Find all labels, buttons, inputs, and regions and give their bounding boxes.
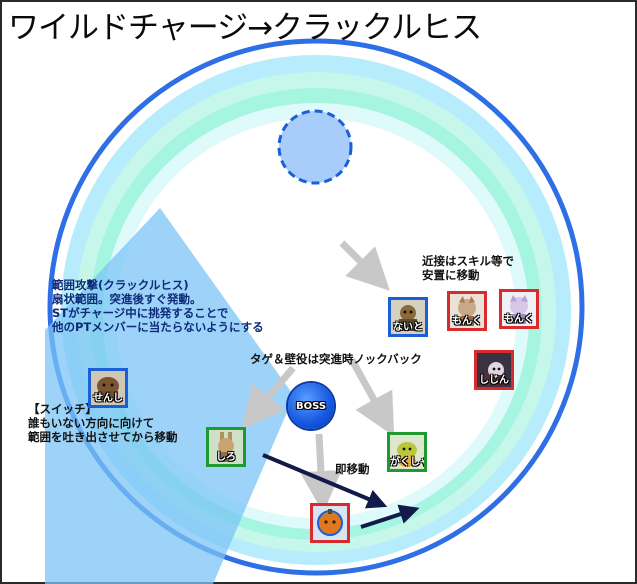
player-gakusha: がくしゃ (387, 432, 427, 472)
knight-portrait-icon (391, 300, 425, 334)
player-label: もんく (504, 314, 534, 325)
pumpkin-portrait-icon (313, 506, 347, 540)
player-monku-1: もんく (447, 291, 487, 331)
aoe-note: 範囲攻撃(クラックルヒス) 扇状範囲。突進後すぐ発動。 STがチャージ中に挑発す… (52, 278, 264, 334)
player-naito: ないと (388, 297, 428, 337)
aoe-note-line: STがチャージ中に挑発することで (52, 306, 229, 320)
aoe-fan (45, 208, 294, 584)
player-monku-2: もんく (499, 289, 539, 329)
player-label: がくしゃ (390, 457, 427, 468)
player-label: ないと (393, 322, 423, 333)
switch-note-line: 範囲を吐き出させてから移動 (28, 430, 178, 444)
arrow-to-gakusha (348, 358, 395, 437)
white-mage-portrait-icon (209, 430, 243, 464)
page-title: ワイルドチャージ→クラックルヒス (8, 10, 482, 46)
player-label: しろ (216, 452, 236, 463)
monk-portrait-icon (502, 292, 536, 326)
melee-note: 近接はスキル等で 安置に移動 (422, 254, 514, 282)
aoe-note-line: 扇状範囲。突進後すぐ発動。 (52, 292, 202, 306)
arrow-shiro-move (262, 453, 388, 509)
warrior-portrait-icon (91, 371, 125, 405)
melee-note-line: 近接はスキル等で (422, 254, 514, 268)
aoe-note-line: 他のPTメンバーに当たらないようにする (52, 320, 264, 334)
bard-portrait-icon (477, 353, 511, 387)
player-charger (310, 503, 350, 543)
arrow-to-shiro (241, 365, 296, 430)
safe-zone-circle (277, 109, 353, 185)
switch-note-line: 【スイッチ】 (28, 402, 97, 416)
move-note: 即移動 (335, 462, 370, 476)
player-shiro: しろ (206, 427, 246, 467)
scholar-portrait-icon (390, 435, 424, 469)
boss-marker: BOSS (288, 383, 334, 429)
switch-note-line: 誰もいない方向に向けて (28, 416, 155, 430)
melee-note-line: 安置に移動 (422, 268, 480, 282)
arrow-to-melee (339, 240, 390, 291)
arrow-to-charger (299, 433, 342, 513)
monk-portrait-icon (450, 294, 484, 328)
player-label: せんし (93, 393, 123, 404)
player-label: もんく (452, 316, 482, 327)
tank-note: タゲ＆壁役は突進時ノックバック (250, 352, 422, 366)
player-label: しじん (479, 375, 509, 386)
player-senshi: せんし (88, 368, 128, 408)
arrow-charger-move (360, 504, 420, 529)
player-shijin: しじん (474, 350, 514, 390)
aoe-note-line: 範囲攻撃(クラックルヒス) (52, 278, 189, 292)
boss-label: BOSS (295, 400, 327, 412)
switch-note: 【スイッチ】 誰もいない方向に向けて 範囲を吐き出させてから移動 (28, 402, 178, 444)
